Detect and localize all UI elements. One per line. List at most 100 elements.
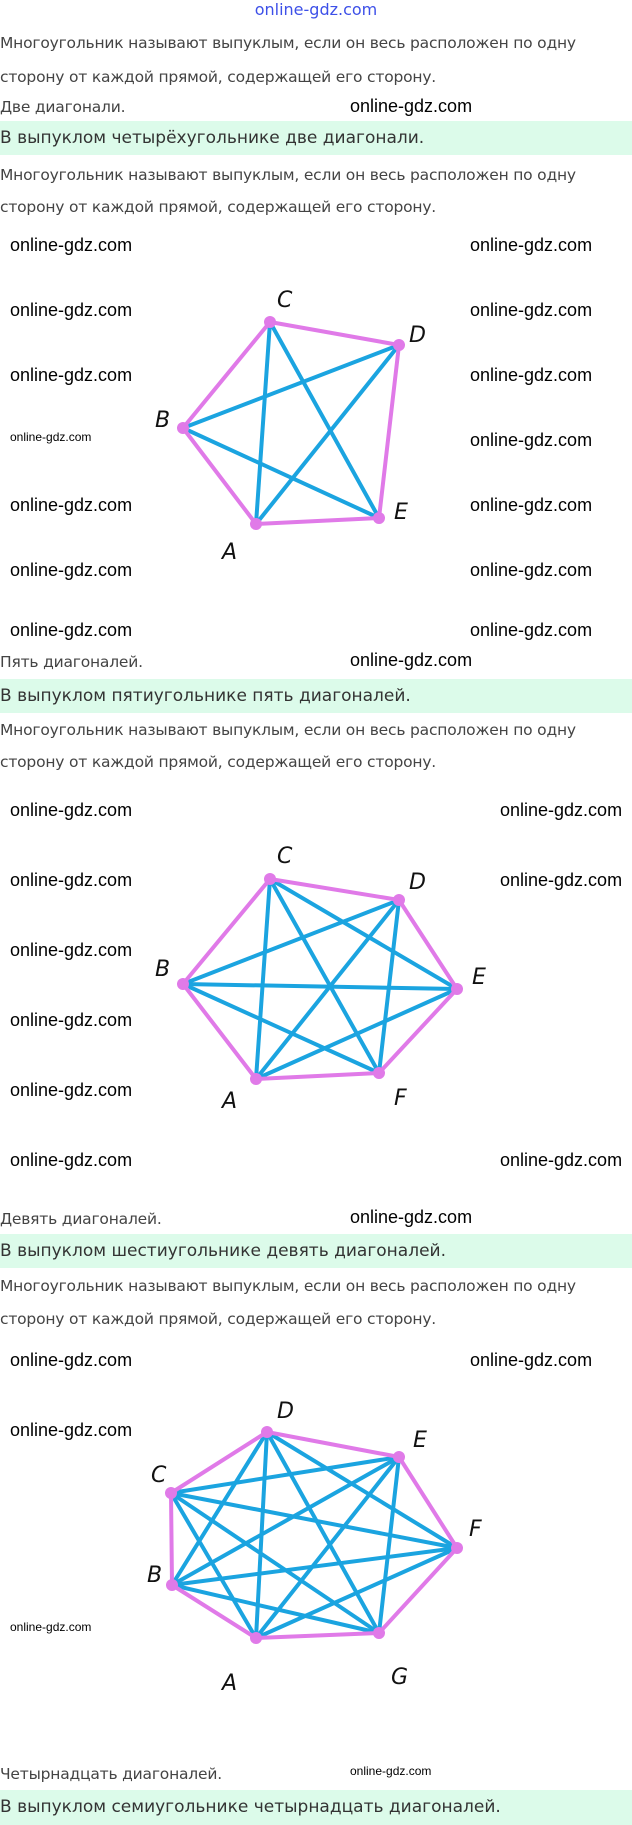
definition-text: сторону от каждой прямой, содержащей его…	[0, 198, 437, 216]
vertex-point	[373, 1067, 385, 1079]
diagonal-BF	[181, 982, 381, 1075]
vertex-point	[393, 1451, 405, 1463]
side-BC	[181, 320, 272, 430]
watermark: online-gdz.com	[10, 495, 133, 515]
diagonal-AC	[254, 877, 272, 1081]
watermark: online-gdz.com	[10, 870, 133, 890]
vertex-label: G	[391, 1665, 408, 1690]
watermark: online-gdz.com	[470, 365, 593, 385]
diagonal-AC	[254, 320, 272, 526]
watermark: online-gdz.com	[470, 1350, 593, 1370]
vertex-point	[451, 1542, 463, 1554]
vertex-point	[165, 1487, 177, 1499]
watermark: online-gdz.com	[10, 1150, 133, 1170]
definition-text: Многоугольник называют выпуклым, если он…	[0, 1277, 576, 1295]
vertex-label: D	[277, 1399, 294, 1424]
diagonal-AD	[254, 898, 401, 1081]
vertex-label: E	[472, 965, 486, 990]
watermark: online-gdz.com	[350, 650, 473, 670]
answer-text: Девять диагоналей.	[0, 1210, 162, 1228]
vertex-point	[250, 1073, 262, 1085]
diagonal-AE	[254, 1455, 401, 1640]
side-DE	[377, 343, 401, 520]
vertex-label: D	[409, 870, 426, 895]
diagonal-BD	[170, 1430, 269, 1587]
watermark: online-gdz.com	[500, 870, 623, 890]
vertex-point	[264, 316, 276, 328]
vertex-point	[451, 983, 463, 995]
watermark: online-gdz.com	[470, 560, 593, 580]
vertex-label: A	[220, 1671, 237, 1696]
watermark: online-gdz.com	[10, 1620, 92, 1634]
diagonal-EG	[377, 1455, 401, 1635]
vertex-point	[261, 1426, 273, 1438]
vertex-point	[264, 873, 276, 885]
side-EF	[377, 987, 459, 1075]
watermark: online-gdz.com	[470, 235, 593, 255]
watermark: online-gdz.com	[10, 430, 92, 444]
side-AB	[181, 426, 258, 526]
side-EF	[397, 1455, 459, 1550]
watermark: online-gdz.com	[10, 300, 133, 320]
diagonal-AD	[254, 343, 401, 526]
vertex-label: D	[409, 323, 426, 348]
watermark: online-gdz.com	[10, 1350, 133, 1370]
watermark: online-gdz.com	[10, 1080, 133, 1100]
diagonal-CF	[268, 877, 381, 1075]
watermark: online-gdz.com	[10, 235, 133, 255]
vertex-label: F	[394, 1086, 407, 1111]
watermark: online-gdz.com	[10, 560, 133, 580]
watermark: online-gdz.com	[470, 430, 593, 450]
diagonal-AC	[169, 1491, 258, 1640]
diagonal-DG	[265, 1430, 381, 1635]
diagonal-CE	[268, 320, 381, 520]
site-watermark: online-gdz.com	[254, 0, 378, 19]
vertex-label: F	[469, 1517, 482, 1542]
side-BC	[169, 1491, 174, 1587]
definition-text: Многоугольник называют выпуклым, если он…	[0, 34, 576, 52]
answer-highlight: В выпуклом четырёхугольнике две диагонал…	[0, 121, 632, 155]
vertex-label: B	[155, 957, 170, 982]
answer-text: Две диагонали.	[0, 98, 126, 116]
diagonal-DF	[265, 1430, 459, 1550]
watermark: online-gdz.com	[350, 1207, 473, 1227]
diagonal-CF	[169, 1491, 459, 1550]
answer-highlight: В выпуклом пятиугольнике пять диагоналей…	[0, 679, 632, 713]
watermark: online-gdz.com	[10, 1420, 133, 1440]
vertex-label: A	[220, 540, 237, 565]
vertex-label: B	[155, 408, 170, 433]
definition-text: Многоугольник называют выпуклым, если он…	[0, 166, 576, 184]
definition-text: сторону от каждой прямой, содержащей его…	[0, 68, 437, 86]
side-FG	[377, 1546, 459, 1635]
watermark: online-gdz.com	[350, 96, 473, 116]
diagonal-BD	[181, 343, 401, 430]
vertex-point	[177, 978, 189, 990]
definition-text: сторону от каждой прямой, содержащей его…	[0, 753, 437, 771]
watermark: online-gdz.com	[500, 800, 623, 820]
definition-text: Многоугольник называют выпуклым, если он…	[0, 721, 576, 739]
side-DE	[265, 1430, 401, 1459]
answer-highlight: В выпуклом шестиугольнике девять диагона…	[0, 1234, 632, 1268]
diagonal-CE	[169, 1455, 401, 1495]
vertex-label: E	[413, 1428, 427, 1453]
side-BC	[181, 877, 272, 986]
side-AB	[170, 1583, 258, 1640]
side-EA	[254, 516, 381, 526]
watermark: online-gdz.com	[10, 940, 133, 960]
vertex-point	[373, 512, 385, 524]
vertex-point	[373, 1627, 385, 1639]
diagonal-CG	[169, 1491, 381, 1635]
vertex-point	[250, 518, 262, 530]
vertex-label: C	[151, 1463, 167, 1488]
watermark: online-gdz.com	[500, 1150, 623, 1170]
vertex-point	[393, 339, 405, 351]
watermark: online-gdz.com	[470, 620, 593, 640]
answer-highlight: В выпуклом семиугольнике четырнадцать ди…	[0, 1790, 632, 1825]
vertex-point	[177, 422, 189, 434]
vertex-label: A	[220, 1089, 237, 1114]
vertex-label: E	[394, 500, 408, 525]
side-CD	[268, 877, 401, 902]
side-GA	[254, 1631, 381, 1640]
watermark: online-gdz.com	[470, 495, 593, 515]
